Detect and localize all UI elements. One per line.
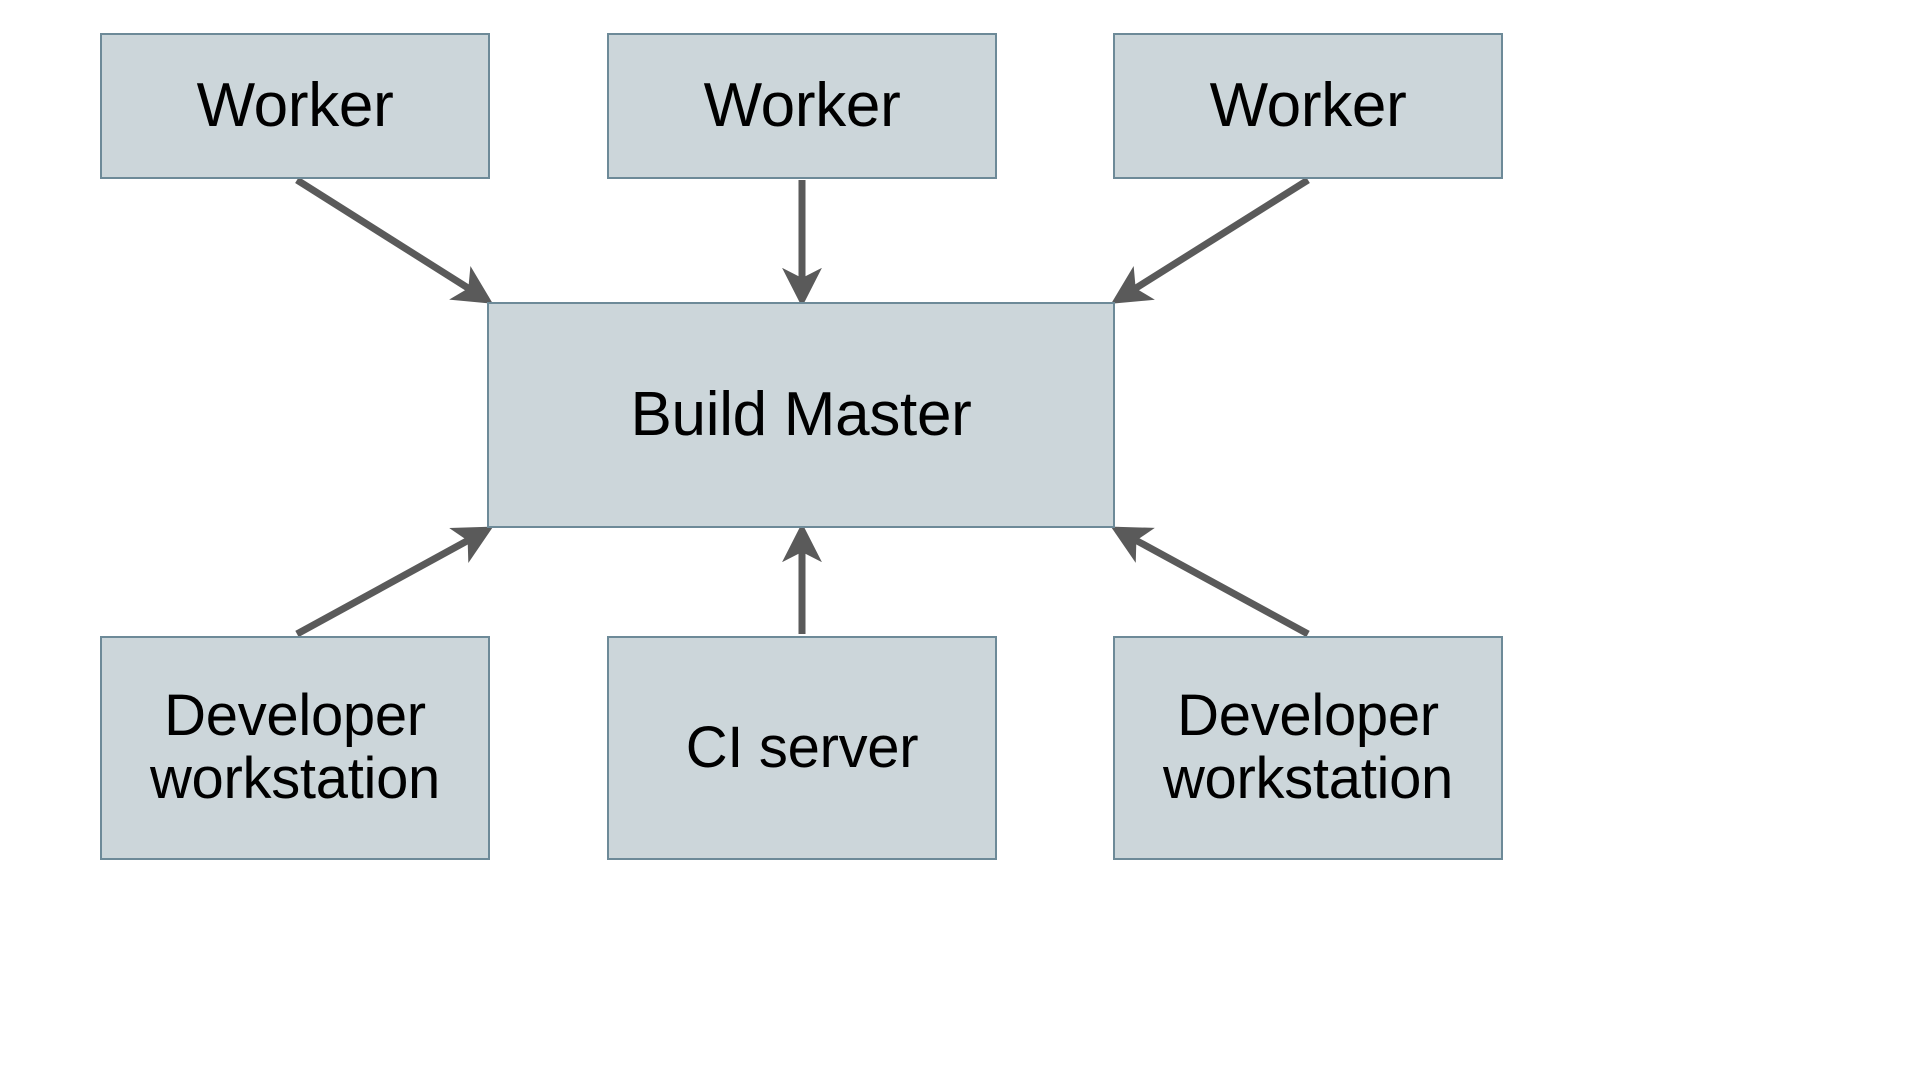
- edge-worker-left-to-build-master: [295, 177, 493, 304]
- node-worker-right[interactable]: Worker: [1113, 33, 1503, 179]
- edge-developer-workstation-left-to-build-master: [295, 526, 494, 638]
- node-worker-left[interactable]: Worker: [100, 33, 490, 179]
- node-label-worker-right: Worker: [1209, 70, 1407, 140]
- node-ci-server[interactable]: CI server: [607, 636, 997, 860]
- node-build-master[interactable]: Build Master: [487, 302, 1115, 528]
- node-developer-workstation-left[interactable]: Developer workstation: [100, 636, 490, 860]
- edge-worker-right-to-build-master: [1111, 177, 1310, 304]
- node-label-developer-workstation-left: Developer workstation: [149, 683, 441, 811]
- node-worker-center[interactable]: Worker: [607, 33, 997, 179]
- node-developer-workstation-right[interactable]: Developer workstation: [1113, 636, 1503, 860]
- node-label-ci-server: CI server: [685, 714, 919, 780]
- node-label-worker-center: Worker: [703, 70, 901, 140]
- node-label-developer-workstation-right: Developer workstation: [1162, 683, 1454, 811]
- node-label-worker-left: Worker: [196, 70, 394, 140]
- node-label-build-master: Build Master: [630, 379, 972, 449]
- edge-developer-workstation-right-to-build-master: [1110, 526, 1310, 638]
